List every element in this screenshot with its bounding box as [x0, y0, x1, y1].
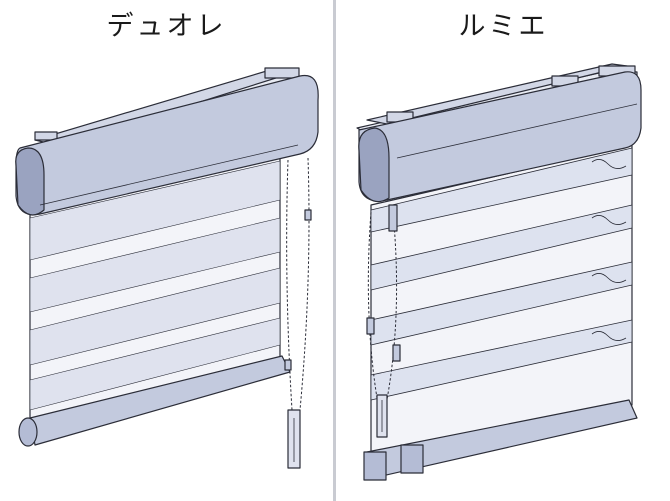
- duole-band-4: [29, 317, 281, 411]
- product-title-duole: デュオレ: [106, 11, 227, 42]
- lumie-headbox-front: [358, 71, 642, 202]
- duole-chain-left: [286, 159, 293, 411]
- duole-bracket-1: [34, 131, 58, 141]
- duole-band-1: [29, 160, 281, 261]
- duole-band-3: [29, 267, 281, 366]
- lumie-chain-right: [384, 211, 398, 411]
- product-panel-lumie: ルミエ: [337, 0, 670, 501]
- product-title-lumie: ルミエ: [458, 11, 549, 42]
- lumie-vane-3: [370, 261, 633, 346]
- lumie-vane-4: [370, 319, 633, 401]
- lumie-vane-1: [370, 147, 633, 233]
- duole-bottom-rail-cap: [18, 417, 38, 447]
- duole-headbox-endcap: [15, 147, 45, 216]
- duole-blind-illustration: [15, 67, 319, 469]
- lumie-blind-illustration: [356, 63, 642, 481]
- duole-chain-right: [299, 157, 310, 411]
- duole-bracket-2: [264, 67, 300, 79]
- product-panel-duole: デュオレ: [0, 0, 333, 501]
- lumie-headbox-endcap: [358, 127, 390, 203]
- lumie-vane-2: [370, 204, 633, 291]
- lumie-bottom-bracket-1: [363, 451, 387, 481]
- lumie-chain-left: [367, 211, 380, 411]
- lumie-bottom-bracket-2: [400, 444, 424, 474]
- duole-band-2: [29, 217, 281, 313]
- panel-divider: [333, 0, 336, 501]
